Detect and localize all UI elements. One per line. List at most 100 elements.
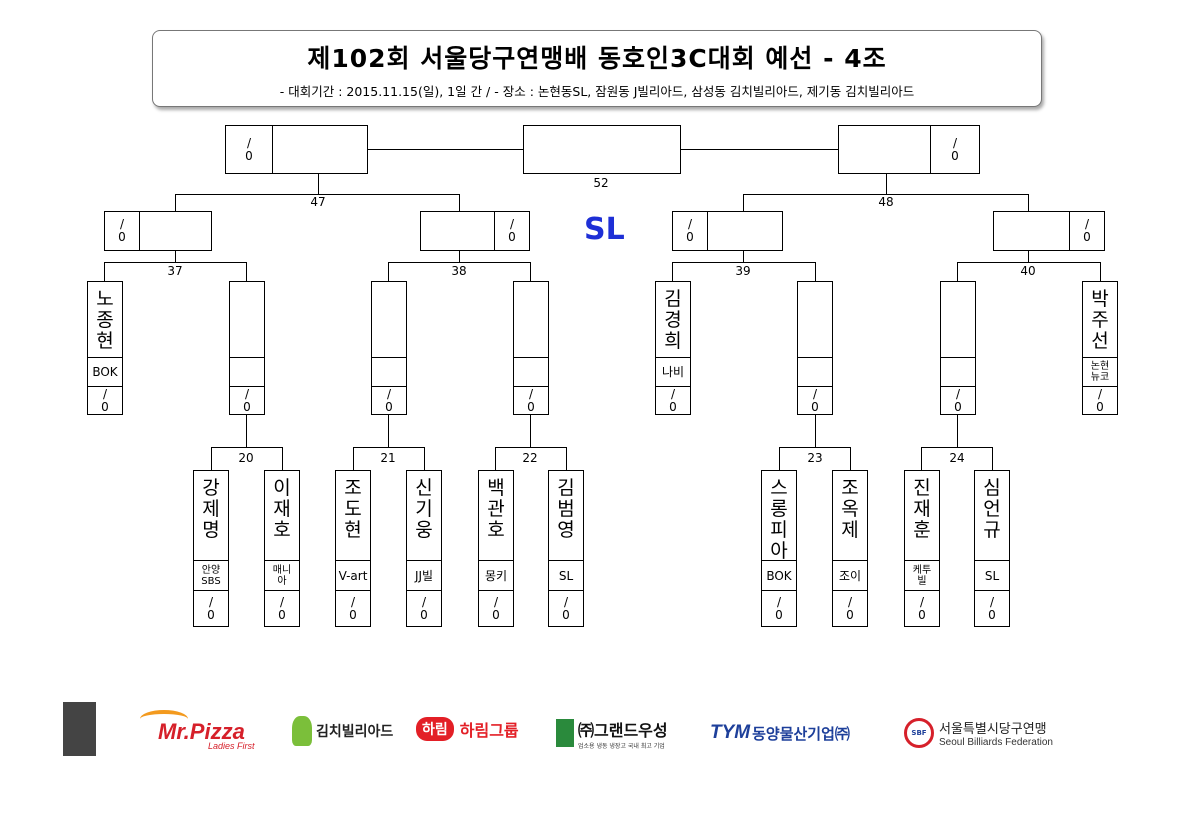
score-cell: /0 [193,590,229,627]
club-cell: 몽키 [478,560,514,591]
sponsor-dark-block [63,702,96,756]
bracket-line [1028,194,1029,211]
score-cell: /0 [225,125,273,174]
final-slot[interactable] [523,125,681,174]
bracket-line [815,262,816,281]
bracket-line [175,251,176,262]
club-cell: JJ빌 [406,560,442,591]
score-cell: /0 [797,386,833,415]
score-cell: /0 [940,386,976,415]
bracket-line [681,149,838,150]
bracket-line [353,447,424,448]
bracket-line [957,415,958,447]
grand-leaf-icon [556,719,574,747]
bracket-line [743,194,1028,195]
match-number-52: 52 [593,176,609,190]
score-cell: /0 [904,590,940,627]
sbf-tagline: Seoul Billiards Federation [939,737,1053,748]
sponsor-harim: 하림 하림그룹 [416,716,536,742]
bracket-line [530,262,531,281]
score-cell: /0 [478,590,514,627]
bracket-line [672,262,815,263]
bracket-line [530,415,531,447]
bracket-line [779,447,780,470]
empty-player-slot[interactable] [371,281,407,358]
score-cell: /0 [494,211,530,251]
bracket-line [743,194,744,211]
sbf-emblem-icon: SBF [904,718,934,748]
bracket-line [672,262,673,281]
kimchi-logo-text: 김치빌리아드 [316,724,394,740]
bracket-line [104,262,105,281]
bracket-line [815,415,816,447]
bracket-line [921,447,922,470]
bracket-line [424,447,425,470]
score-cell: /0 [655,386,691,415]
bracket-line [566,447,567,470]
empty-player-slot[interactable] [513,281,549,358]
bracket-line [886,174,887,194]
score-cell: /0 [87,386,123,415]
bracket-line [368,149,523,150]
sponsor-sbf: SBF 서울특별시당구연맹 Seoul Billiards Federation [904,715,1074,751]
sbf-text: 서울특별시당구연맹 [939,722,1047,737]
title-box: 제102회 서울당구연맹배 동호인3C대회 예선 - 4조 - 대회기간 : 2… [152,30,1042,107]
sponsor-kimchi: 김치빌리아드 [292,712,402,750]
page-title: 제102회 서울당구연맹배 동호인3C대회 예선 - 4조 [307,44,887,73]
harim-text: 하림그룹 [459,721,519,740]
bracket-line [921,447,992,448]
score-cell: /0 [335,590,371,627]
match-number-38: 38 [451,264,467,278]
harim-logo: 하림 [416,717,454,741]
bracket-line [104,262,246,263]
match-number-21: 21 [380,451,396,465]
club-cell [371,357,407,387]
club-cell: SL [974,560,1010,591]
grand-text: ㈜그랜드우성 [578,720,668,740]
club-cell: 조이 [832,560,868,591]
player-name-card[interactable]: 스롱피아비 [761,470,797,583]
bracket-line [992,447,993,470]
score-cell: /0 [371,386,407,415]
empty-player-slot[interactable] [940,281,976,358]
empty-player-slot[interactable] [229,281,265,358]
sponsor-tym: TYM 동양물산기업㈜ [710,720,890,746]
bracket-line [1028,251,1029,262]
club-cell: BOK [87,357,123,387]
club-cell: SL [548,560,584,591]
club-cell: V-art [335,560,371,591]
bracket-line [495,447,566,448]
bracket-line [459,194,460,211]
match-number-47: 47 [310,195,326,209]
score-cell: /0 [761,590,797,627]
page-subtitle: - 대회기간 : 2015.11.15(일), 1일 간 / - 장소 : 논현… [279,84,915,99]
club-cell [513,357,549,387]
club-cell [229,357,265,387]
bracket-line [246,262,247,281]
match-number-24: 24 [949,451,965,465]
match-number-48: 48 [878,195,894,209]
empty-player-slot[interactable] [797,281,833,358]
sponsor-grand: ㈜그랜드우성 업소용 냉동 냉장고 국내 최고 기업 [556,716,696,750]
bracket-line [175,194,176,211]
bracket-line [743,251,744,262]
mrpizza-logo: Mr.Pizza [158,719,245,744]
score-cell: /0 [930,125,980,174]
grand-tagline: 업소용 냉동 냉장고 국내 최고 기업 [578,742,665,750]
score-cell: /0 [1082,386,1118,415]
bracket-line [850,447,851,470]
